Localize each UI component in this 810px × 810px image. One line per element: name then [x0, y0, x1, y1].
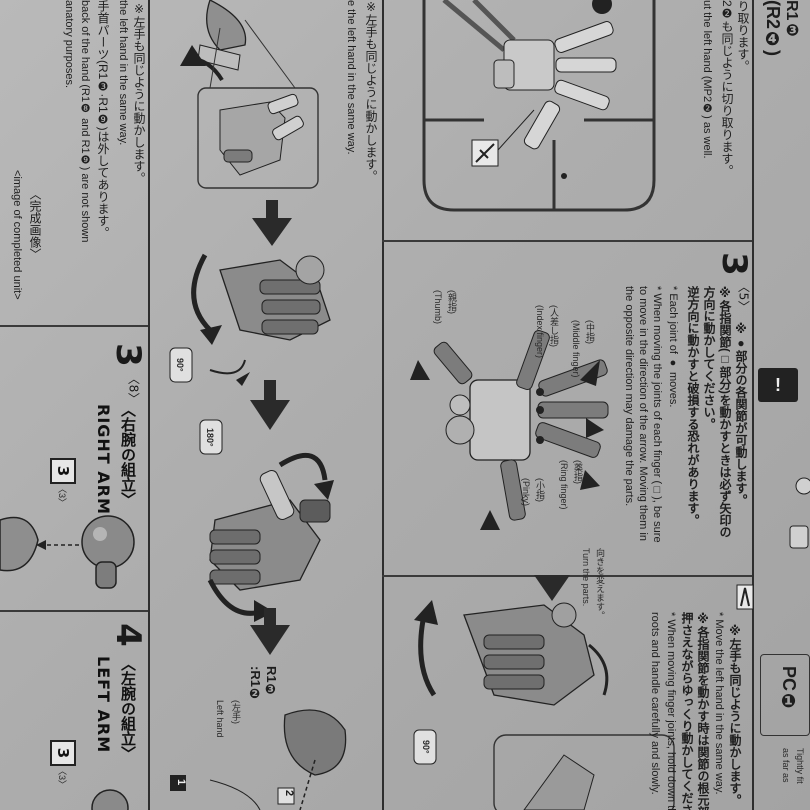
left-note-en-1: the left hand in the same way. [117, 0, 129, 146]
left-note-en-2: back of the hand (R1❽ and R1❾) are not s… [79, 0, 91, 243]
index-finger-en: (Index finger) [535, 305, 545, 359]
right-note-en-left: * Move the left hand in the same way. [713, 612, 725, 795]
step-3-right-arm-sub: 〈8〉 [126, 372, 141, 405]
completed-image-en: <image of completed unit> [11, 170, 23, 300]
middle-finger-jp: (中指) [585, 320, 595, 344]
turn-parts-jp: 向きを変えます。 [595, 548, 605, 620]
left-hand-en: Left hand [215, 700, 225, 738]
fingers-note-en-2: * When moving the joints of each finger … [651, 286, 663, 543]
right-note-jp-left: ※左手も同じように動かします。 [728, 624, 742, 806]
fingers-note-en-4: the opposite direction may damage the pa… [623, 286, 635, 507]
rotate-180-label: 180° [205, 428, 215, 447]
left-arm-title-en: LEFT ARM [94, 656, 113, 754]
part-code-r12: :R1❷ [248, 666, 263, 702]
row-divider-left-1 [0, 325, 148, 327]
right-note-jp-finger-1: ※各指関節を動かす時は関節の根元部分を [696, 612, 710, 810]
right-arm-title-en: RIGHT ARM [94, 404, 113, 515]
cutter-icon [736, 584, 754, 610]
row-divider-mid-1 [382, 240, 752, 242]
runner-cut-en: ut the left hand (MP2❷) as well. [701, 0, 713, 159]
right-arm-badge-number: 3 [54, 465, 72, 477]
hand-sequence-illustration [169, 0, 347, 810]
tight-fit-2: as far as [781, 748, 791, 783]
right-arm-badge-sub: 〈3〉 [57, 484, 67, 508]
middle-finger-en: (Middle finger) [571, 320, 581, 378]
column-divider-3 [752, 0, 754, 810]
right-part-code-top: R1❸ [783, 0, 800, 40]
thumb-jp: (親指) [447, 290, 457, 314]
column-divider-2 [382, 0, 384, 810]
pinky-en: (Pinky) [521, 478, 531, 507]
index-finger-jp: (人差し指) [549, 305, 559, 347]
left-arm-badge-sub: 〈3〉 [57, 766, 67, 790]
left-note-en-3: anatory purposes. [63, 0, 75, 89]
fingers-note-jp-2: ※各指関節(□部分)を動かすときは必ず矢印の [718, 286, 732, 538]
finger-joints-illustration [410, 329, 609, 530]
left-arm-badge-number: 3 [54, 747, 72, 759]
turn-parts-en: Turn the parts. [581, 548, 591, 607]
fingers-note-jp-3: 方向に動かしてください。 [702, 286, 716, 430]
rotate-90-label-2: 90° [421, 740, 431, 754]
ring-finger-en: (Ring finger) [559, 460, 569, 510]
row-divider-left-2 [0, 610, 148, 612]
tight-fit-1: Tightly fit [795, 748, 805, 784]
fingers-note-en-3: to move in the direction of the arrow. M… [637, 286, 649, 541]
left-note-jp-2: 手首パーツ(R1❸·R1❾)は外してあります。 [96, 0, 110, 239]
warning-icon: ! [758, 368, 798, 402]
right-note-en-finger-1: * When moving finger joints, hold down t… [665, 612, 677, 810]
right-arm-badge: 3 [50, 458, 76, 484]
fingers-note-en-1: * Each joint of ● moves. [667, 286, 679, 408]
rotate-90-label: 90° [175, 358, 185, 372]
mid-note-en: e the left hand in the same way. [345, 0, 357, 155]
callout-1: 1 [175, 779, 187, 786]
step-3-fingers-sub: 〈5〉 [736, 280, 751, 313]
column-divider-1 [148, 0, 150, 810]
completed-image-jp: 〈完成画像〉 [28, 188, 42, 260]
runner-cut-jp: り取ります。 [736, 0, 750, 72]
part-code-r13: R1❸ [264, 666, 279, 698]
right-note-jp-finger-2: 押さえながらゆっくり動かしてください。 [680, 612, 694, 810]
ring-finger-jp: (薬指) [573, 460, 583, 484]
left-arm-badge: 3 [50, 740, 76, 766]
pinky-jp: (小指) [535, 478, 545, 502]
left-arm-title-jp: 〈左腕の組立〉 [119, 656, 137, 761]
thumb-en: (Thumb) [433, 290, 443, 325]
right-note-en-finger-2: roots and handle carefully and slowly. [649, 612, 661, 795]
left-arm-part-illustration [91, 789, 129, 810]
runner-frame-illustration [422, 0, 656, 212]
callout-2: 2 [283, 790, 295, 797]
right-part-code: (R2❹) [763, 0, 783, 56]
pc-part-code: PC❶ [779, 666, 799, 713]
fingers-note-jp-4: 逆方向に動かすと破損する恐れがあります。 [686, 286, 700, 526]
left-hand-jp: (左手) [231, 700, 241, 724]
step-4-left-arm-number: 4 [107, 623, 148, 647]
runner-cut-jp-2: 2❷も同じように切り取ります。 [720, 0, 734, 177]
step-3-right-arm-number: 3 [107, 343, 148, 367]
right-arm-title-jp: 〈右腕の組立〉 [119, 402, 137, 507]
mid-note-jp: ※左手も同じように動かします。 [364, 0, 378, 182]
fingers-note-jp-1: ※●部分の各関節が可動します。 [734, 322, 748, 506]
left-note-jp-1: ※左手も同じように動かします。 [132, 2, 146, 184]
right-col-part-illustration [789, 477, 810, 549]
turn-hand-illustration [413, 575, 675, 810]
warning-mark: ! [775, 374, 781, 395]
right-arm-part-illustration [0, 515, 135, 589]
step-3-fingers-number: 3 [713, 252, 754, 276]
